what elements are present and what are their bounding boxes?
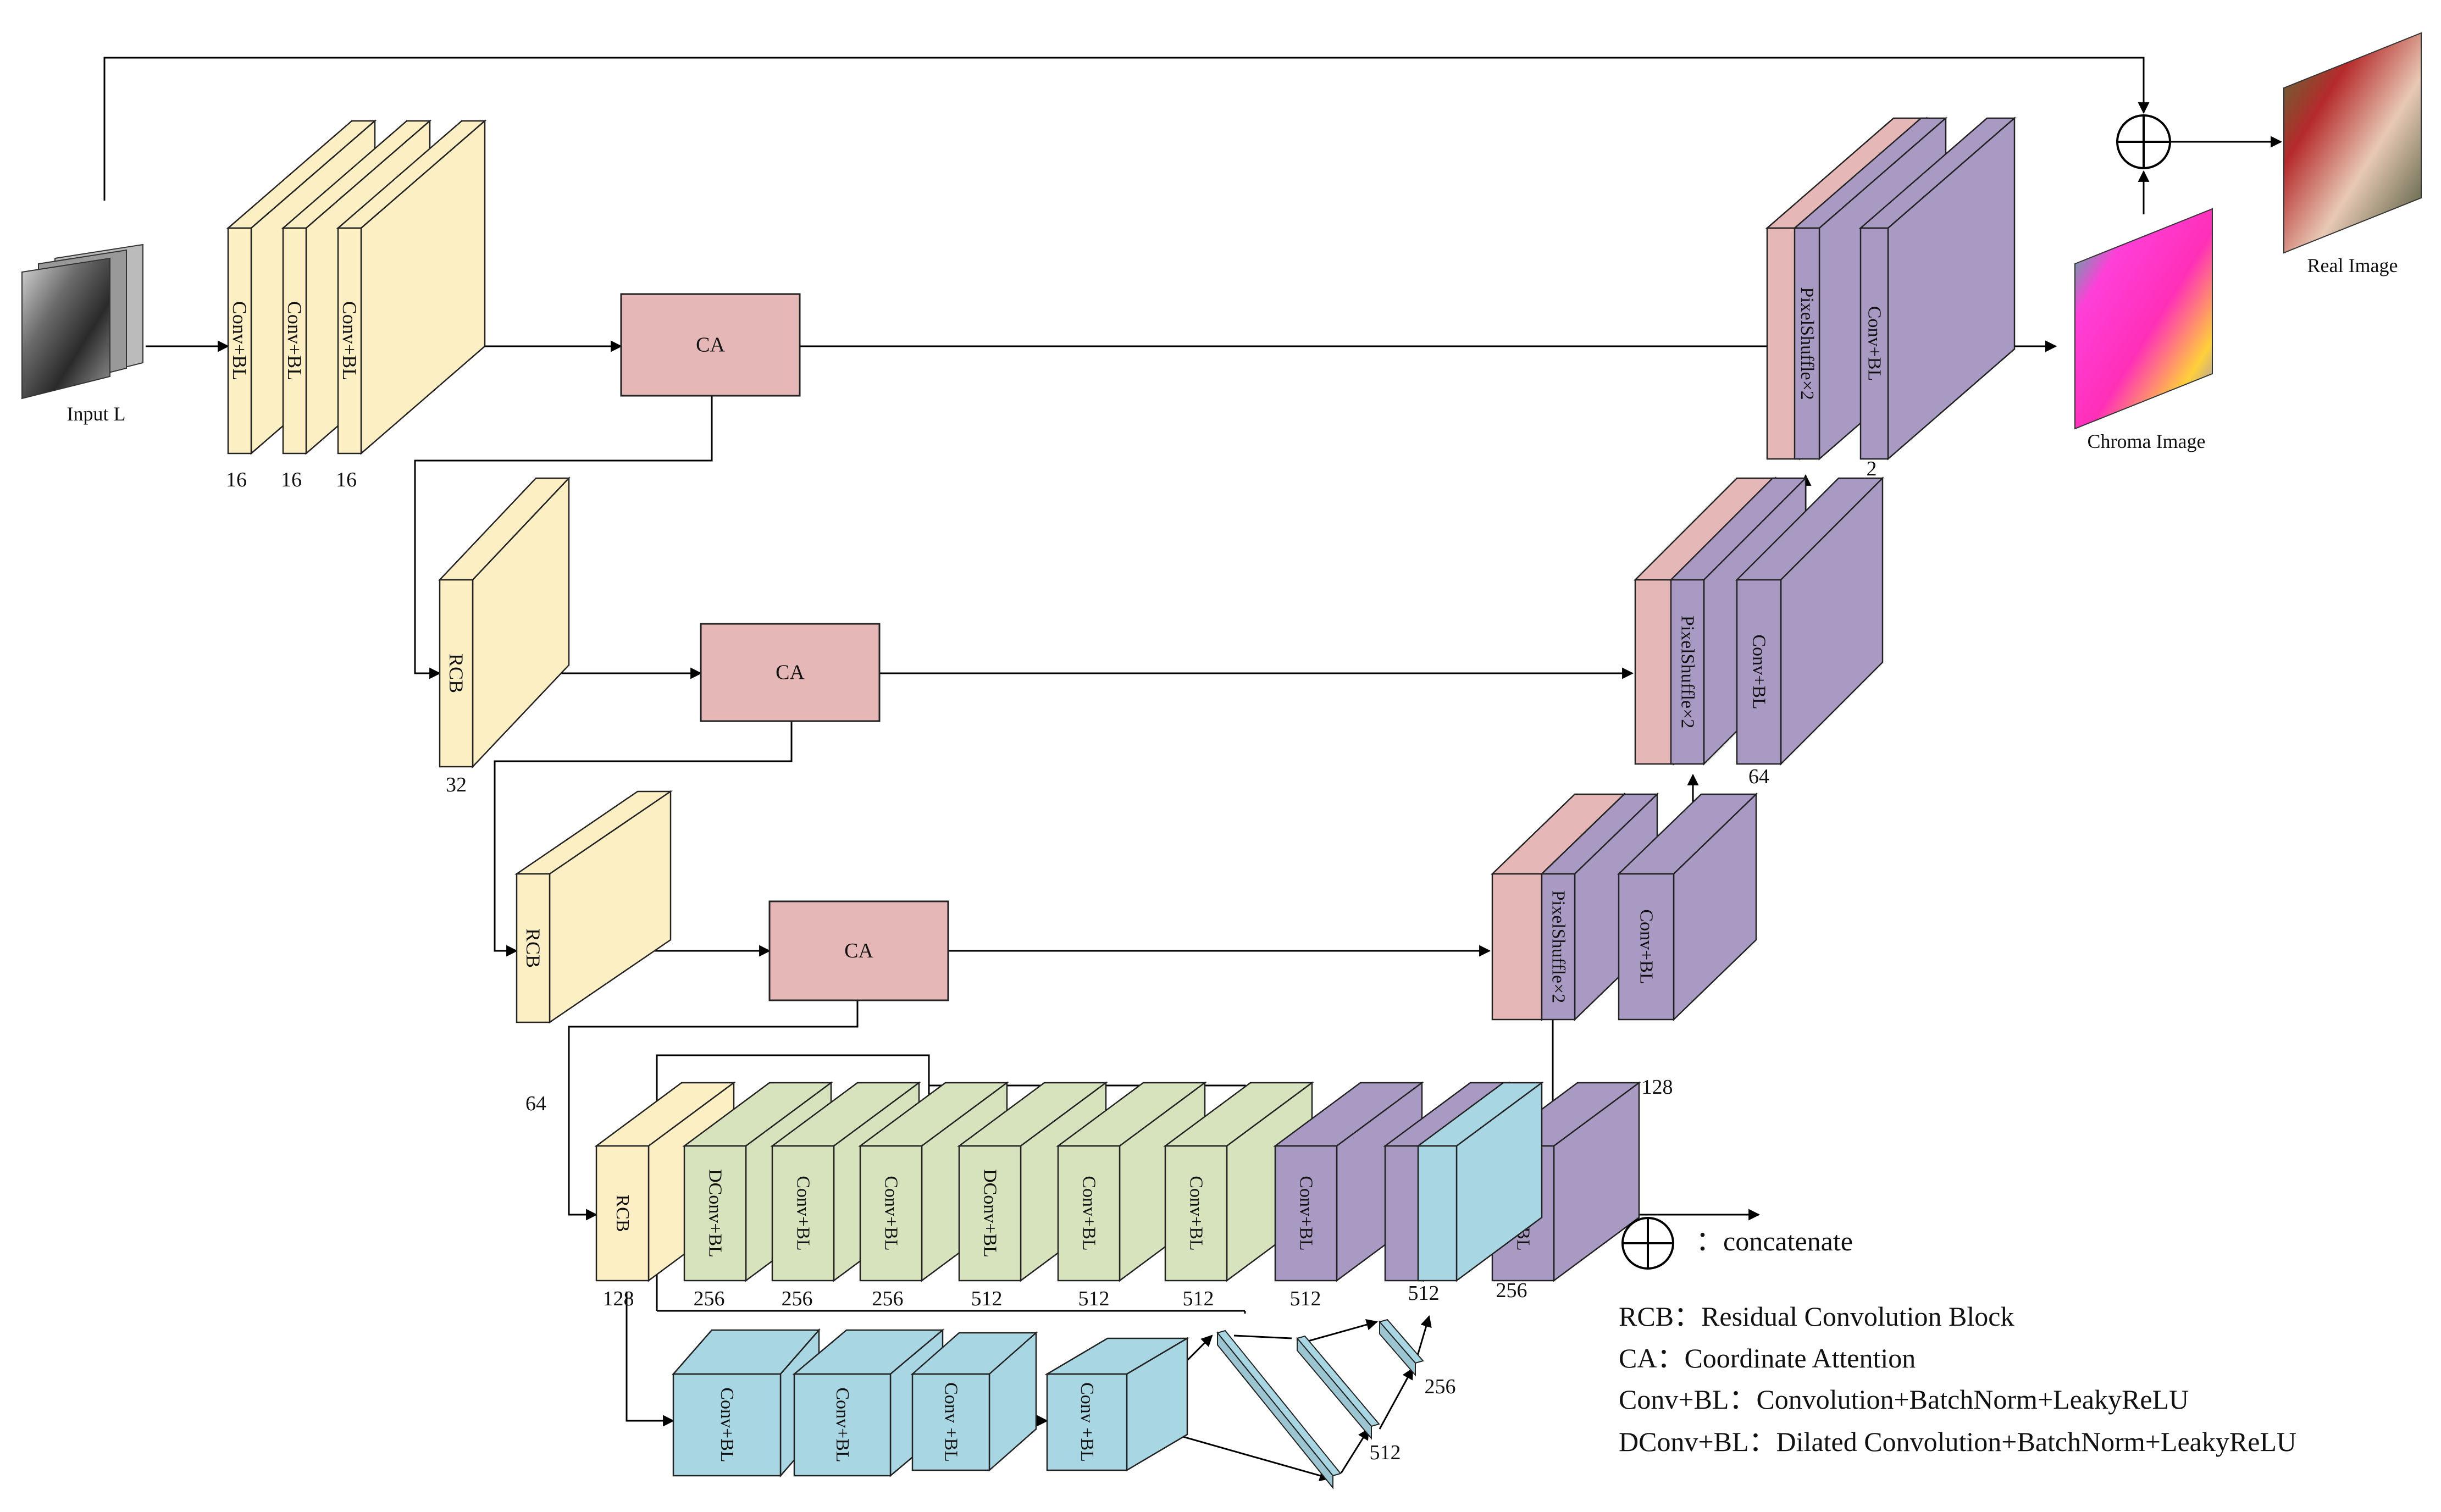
blocks-layer: Conv+BL Conv+BL Conv+BL CA RCB CA RCB CA RCB DCon… [226,117,2017,1489]
bottleneck-channel-8: 512 [1290,1287,1321,1310]
branch-block-3-label: Conv +BL [941,1382,961,1462]
input-image: Input L [21,243,143,425]
decoder2-shuffle-block-label: PixelShuffle×2 [1678,616,1698,729]
wire-ca3-down [568,1000,859,1221]
wire-branch-10 [1308,1319,1379,1342]
wire-branch-6 [1340,1428,1370,1474]
branch-channel-256: 256 [1425,1375,1456,1398]
wire-ca2-down [494,721,793,957]
decoder3-shuffle-block-label: PixelShuffle×2 [1548,890,1569,1004]
stage1-channel-2: 16 [281,468,302,491]
branch-channel-512: 512 [1370,1441,1401,1464]
wire-branch-9 [1233,1334,1292,1339]
stage1-channel-1: 16 [226,468,247,491]
bottleneck-channel-5: 512 [971,1287,1003,1310]
decoder1-conv-block: Conv+BL [1858,117,2017,461]
bottleneck-block-7-label: Conv+BL [1186,1176,1206,1250]
wire-ca1-down [414,396,713,679]
wire-rcb-branch [626,1292,675,1427]
decoder1-channel: 2 [1867,457,1877,480]
bottleneck-channel-3: 256 [782,1287,813,1310]
bottleneck-block-8: Conv+BL [1273,1081,1424,1282]
legend: ：concatenate RCB：Residual Convolution Bl… [1619,1217,2296,1457]
chroma-image: Chroma Image [2074,208,2213,452]
decoder3-conv-block: Conv+BL [1617,793,1758,1021]
wire-branch-7 [1379,1367,1414,1430]
stage1-conv-block-1-label: Conv+BL [229,301,251,380]
legend-concat: ：concatenate [1696,1226,1853,1256]
legend-ca: CA：Coordinate Attention [1619,1343,1916,1373]
bottleneck-channel-1: 128 [603,1287,634,1310]
concat-legend-icon [1621,1217,1674,1270]
bottleneck-channel-10: 256 [1496,1279,1527,1302]
branch-block-3: Conv +BL [910,1331,1038,1472]
stage2-rcb-block-label: RCB [445,653,467,693]
ca-block-2: CA [700,623,881,722]
bottleneck-channel-4: 256 [872,1287,904,1310]
bottleneck-block-5-label: DConv+BL [980,1169,1000,1258]
legend-dconv: DConv+BL：Dilated Convolution+BatchNorm+L… [1619,1426,2296,1457]
branch-bar-2 [1296,1335,1380,1440]
branch-block-4-label: Conv +BL [1077,1382,1097,1462]
ca-block-1-label: CA [696,334,725,357]
labels-layer: 16 16 16 32 64 128 256 256 256 512 512 512 512 512 256… [226,457,1877,1464]
decoder2-conv-block: Conv+BL [1735,476,1885,766]
input-image-label: Input L [67,403,126,425]
stage3-rcb-block: RCB [514,790,673,1024]
decoder1-conv-block-label: Conv+BL [1864,306,1885,381]
branch-block-1-label: Conv+BL [717,1387,737,1462]
bottleneck-channel-9: 512 [1408,1282,1440,1305]
bottleneck-block-1-label: RCB [612,1194,633,1232]
concat-symbol [2116,114,2171,169]
bottleneck-channel-7: 512 [1183,1287,1214,1310]
ca-block-3-label: CA [844,939,873,962]
ca-block-3: CA [768,900,949,1001]
ca-block-1: CA [620,293,801,397]
decoder3-conv-block-label: Conv+BL [1636,909,1657,984]
branch-block-2-label: Conv+BL [832,1387,853,1462]
stage3-rcb-block-label: RCB [522,928,544,968]
branch-block-4: Conv +BL [1044,1337,1190,1472]
chroma-image-label: Chroma Image [2088,430,2206,452]
decoder1-shuffle-block-label: PixelShuffle×2 [1797,287,1817,400]
bottleneck-block-4-label: Conv+BL [881,1176,901,1250]
stage1-conv-block-3: Conv+BL [336,119,487,455]
stage2-rcb-block: RCB [438,476,571,769]
decoder3-channel: 128 [1642,1076,1673,1099]
branch-bar-1 [1216,1330,1342,1489]
real-image: Real Image [2283,32,2422,276]
legend-rcb: RCB：Residual Convolution Block [1619,1301,2014,1332]
skip-wire-top [103,57,2150,201]
bottleneck-block-6-label: Conv+BL [1079,1176,1099,1250]
decoder2-conv-block-label: Conv+BL [1749,634,1769,709]
decoder2-channel: 64 [1748,765,1769,788]
bottleneck-channel-2: 256 [694,1287,725,1310]
bottleneck-block-3-label: Conv+BL [793,1176,813,1250]
stage3-channel: 64 [525,1092,546,1115]
decoder3-shuffle-block: PixelShuffle×2 [1540,793,1659,1021]
ca-block-2-label: CA [776,661,805,684]
stage1-channel-3: 16 [336,468,357,491]
bottleneck-block-2-label: DConv+BL [705,1169,726,1258]
bottleneck-block-8-label: Conv+BL [1296,1176,1316,1250]
bottleneck-channel-6: 512 [1078,1287,1110,1310]
branch-bar-3 [1379,1319,1424,1377]
stage2-channel: 32 [446,773,467,796]
stage1-conv-block-3-label: Conv+BL [339,301,361,380]
real-image-label: Real Image [2307,254,2398,276]
legend-conv: Conv+BL：Convolution+BatchNorm+LeakyReLU [1619,1384,2189,1415]
bottleneck-block-extra-2 [1416,1081,1544,1282]
stage1-conv-block-2-label: Conv+BL [284,301,306,380]
